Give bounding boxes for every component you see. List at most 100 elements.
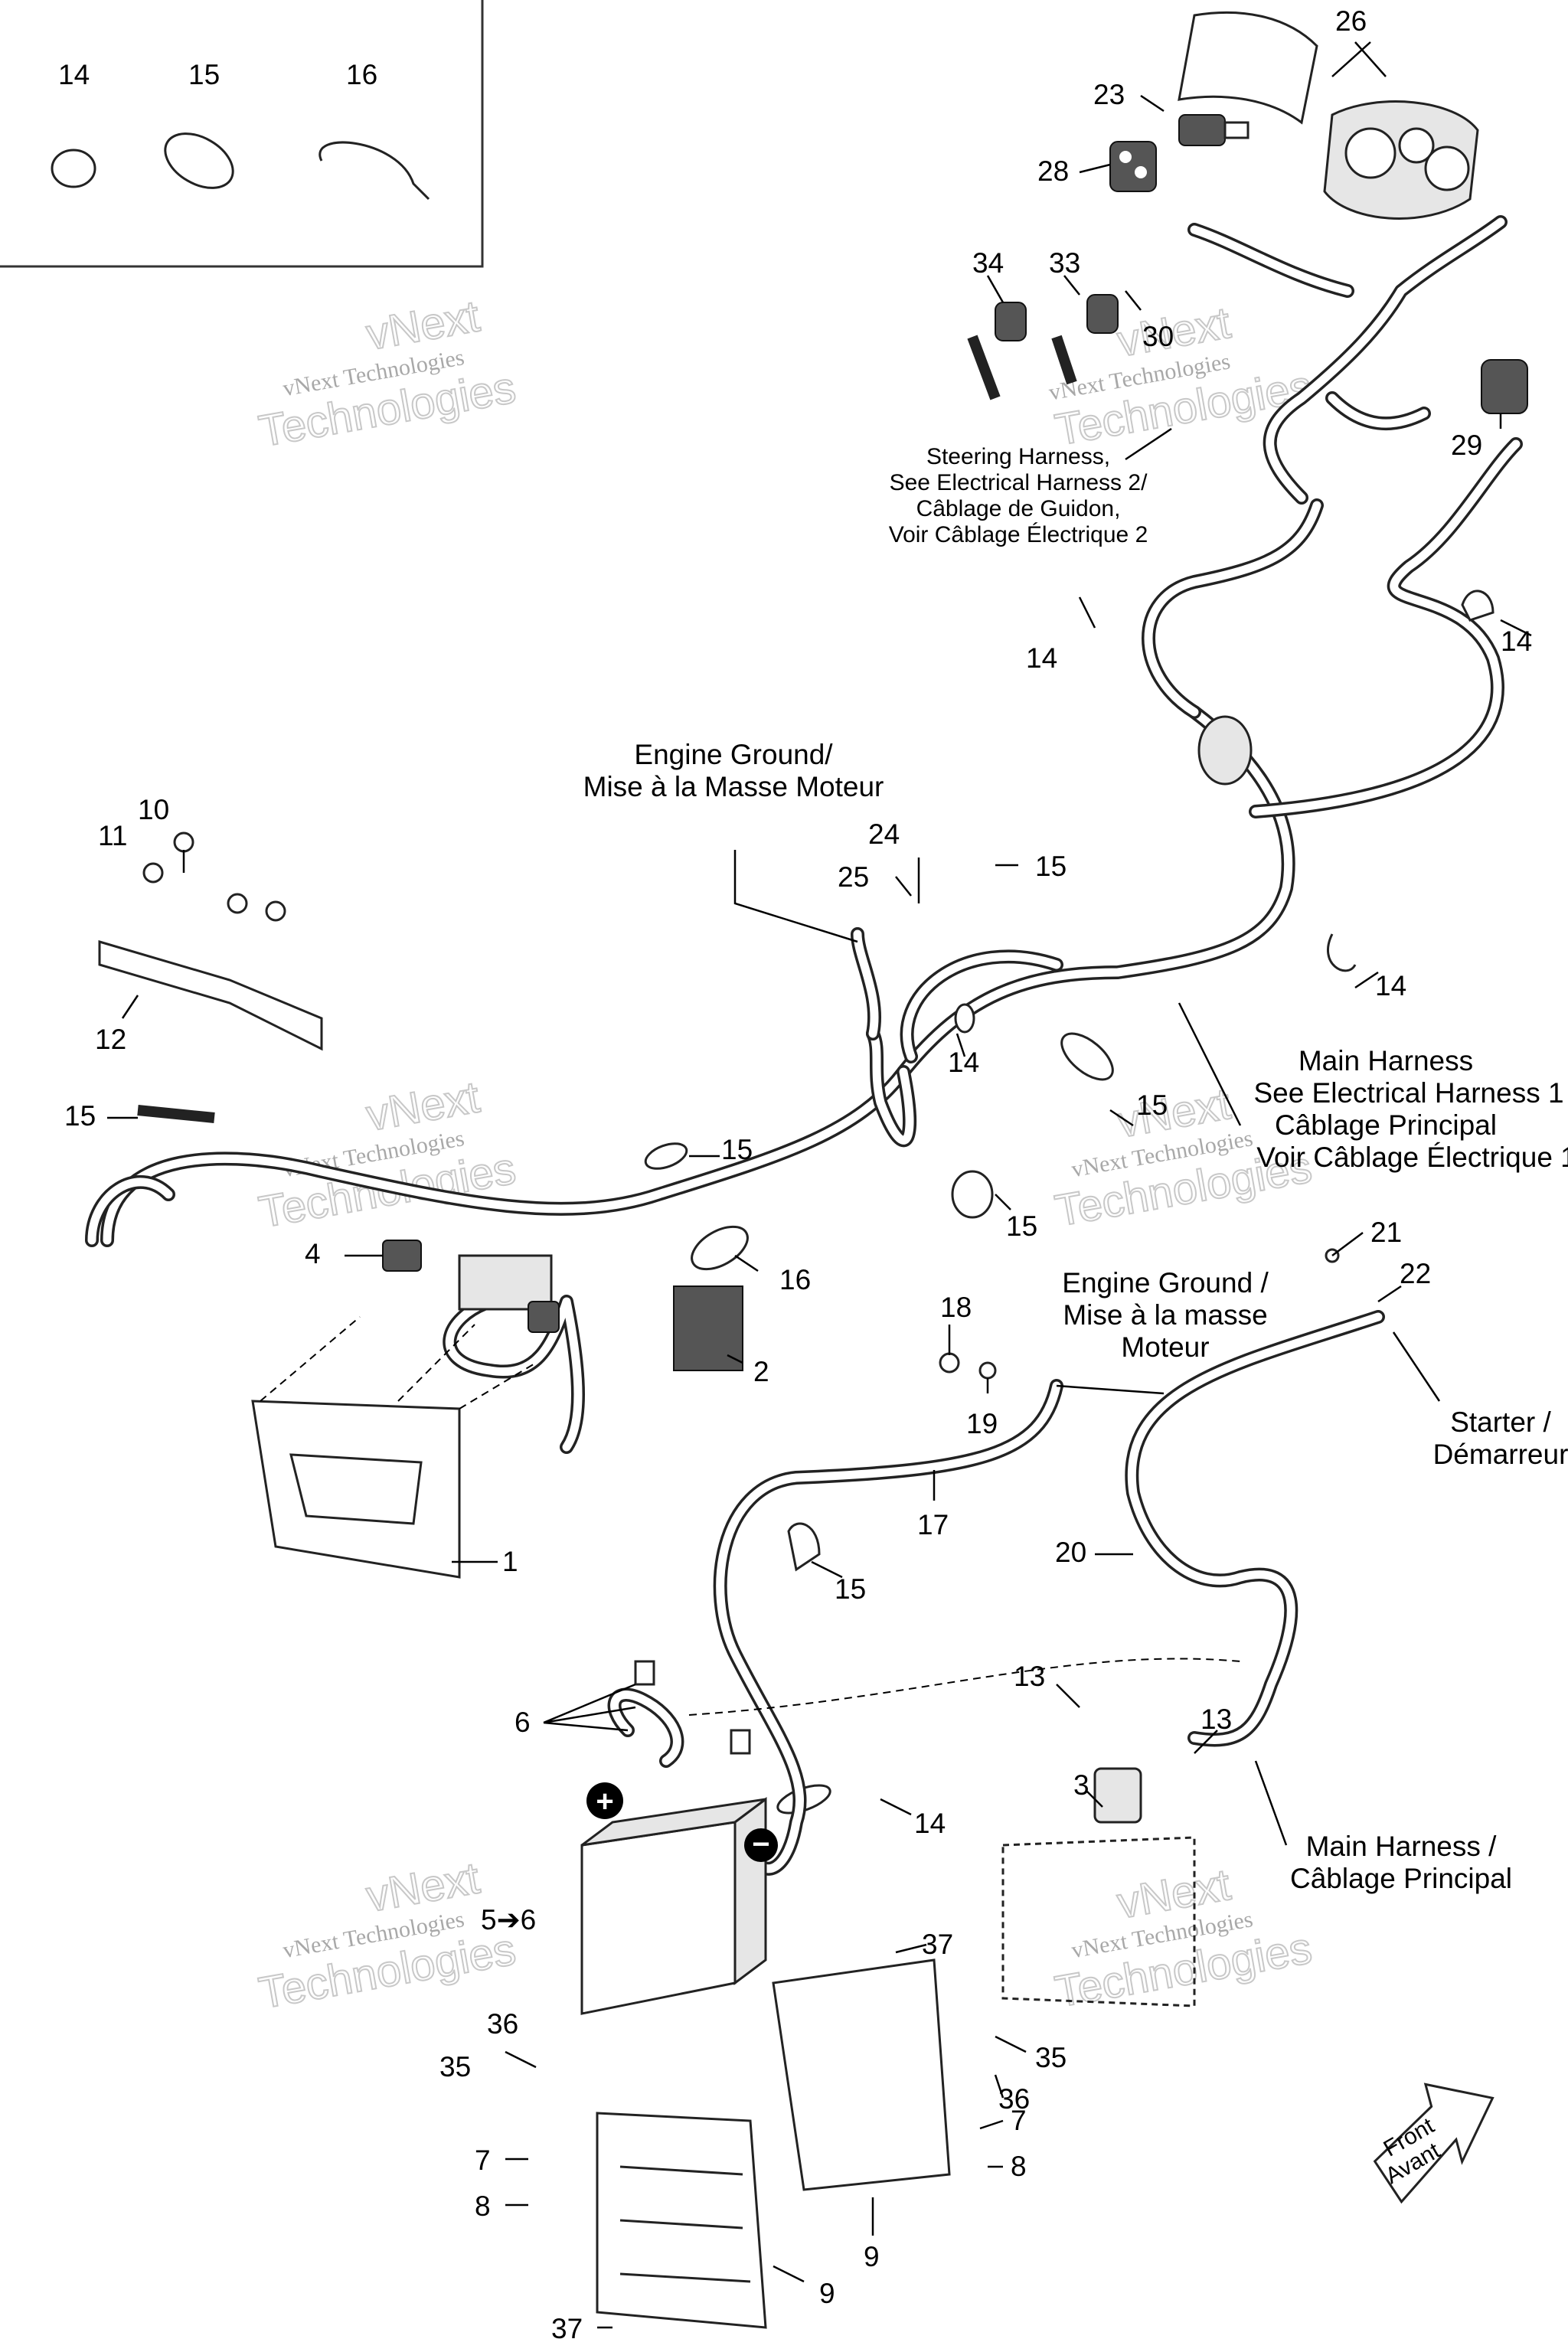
callout-22: 22 [1400,1258,1431,1289]
callout-17: 17 [917,1509,949,1540]
svg-text:Voir Câblage Électrique 1: Voir Câblage Électrique 1 [1256,1142,1568,1173]
callout-9: 9 [864,2241,880,2272]
svg-text:Câblage Principal: Câblage Principal [1275,1109,1497,1141]
callout-8: 8 [475,2190,491,2222]
svg-text:Voir Câblage Électrique 2: Voir Câblage Électrique 2 [889,522,1148,547]
callout-16: 16 [779,1264,811,1295]
gauge-cluster [1178,11,1479,220]
callout-15: 15 [188,59,220,90]
svg-text:Main Harness: Main Harness [1298,1045,1473,1076]
battery-tray [596,1958,951,2329]
callout-25: 25 [838,861,869,893]
svg-text:vNext: vNext [363,291,483,360]
callout-13: 13 [1014,1661,1045,1692]
svg-text:Câblage Principal: Câblage Principal [1290,1863,1512,1894]
callout-14: 14 [914,1808,946,1839]
callout-34: 34 [972,247,1004,279]
callout-13: 13 [1200,1704,1232,1735]
svg-text:+: + [596,1785,613,1818]
callout-33: 33 [1049,247,1080,279]
callout-4: 4 [305,1238,321,1269]
callout-15: 15 [721,1134,753,1165]
callout-9: 9 [819,2278,835,2309]
main-harness-label-bottom: Main Harness / Câblage Principal [1290,1831,1512,1894]
callout-15: 15 [1136,1089,1168,1121]
callout-26: 26 [1335,5,1367,37]
steering-harness-label: Steering Harness, See Electrical Harness… [889,444,1148,547]
engine-ground-label-mid: Engine Ground / Mise à la masse Moteur [1062,1267,1269,1363]
callout-19: 19 [966,1408,998,1439]
svg-text:See Electrical Harness 1: See Electrical Harness 1 [1253,1077,1563,1109]
callout-1: 1 [502,1546,518,1577]
callout-35: 35 [1035,2042,1067,2073]
starter-label: Starter / Démarreur [1433,1406,1568,1470]
inset-box [0,0,484,268]
callout-37: 37 [551,2313,583,2344]
callout-20: 20 [1055,1537,1086,1568]
callout-28: 28 [1037,155,1069,187]
svg-text:Câblage de Guidon,: Câblage de Guidon, [916,496,1121,521]
svg-text:Moteur: Moteur [1121,1331,1209,1363]
svg-text:Démarreur: Démarreur [1433,1439,1568,1470]
callout-24: 24 [868,818,900,850]
callout-6: 6 [514,1707,531,1738]
svg-text:Mise à la masse: Mise à la masse [1063,1299,1267,1331]
callout-7: 7 [475,2145,491,2176]
callout-14: 14 [1501,626,1532,657]
fuse-block [382,1240,560,1333]
switch-28 [1109,141,1157,192]
svg-text:−: − [752,1828,769,1861]
callout-16: 16 [346,59,377,90]
svg-text:Main Harness /: Main Harness / [1306,1831,1498,1862]
engine-ground-cable [713,1352,1063,1876]
svg-text:vNext: vNext [363,1853,483,1922]
bulb-33 [1051,294,1119,385]
callout-21: 21 [1370,1217,1402,1248]
clamp-14-small [51,149,96,188]
callout-11: 11 [98,820,127,851]
callout-numbers: 14 15 16 26 23 28 34 33 30 29 14 14 10 1… [58,5,1532,2344]
starter-solenoid [1001,1767,1196,2007]
callout-14: 14 [1026,642,1057,674]
svg-text:vNext: vNext [363,1072,483,1141]
callout-15: 15 [835,1573,866,1605]
front-arrow: Front Avant [1373,2082,1494,2204]
callout-29: 29 [1451,430,1482,461]
callout-8: 8 [1011,2151,1027,2182]
callout-30: 30 [1142,321,1174,352]
callout-18: 18 [940,1292,972,1323]
callout-5-6: 5➔6 [481,1904,536,1936]
callout-36: 36 [487,2008,518,2040]
battery [580,1797,767,2015]
callout-36: 36 [998,2083,1030,2115]
callout-14: 14 [1375,970,1406,1001]
svg-text:See Electrical Harness 2/: See Electrical Harness 2/ [890,470,1148,495]
switch-29 [1481,359,1528,414]
callout-12: 12 [95,1024,126,1055]
main-harness-label-right: Main Harness See Electrical Harness 1 Câ… [1253,1045,1568,1173]
battery-terminals: + − [586,1782,778,1862]
support-bracket-1 [251,1316,537,1579]
callout-15: 15 [1006,1210,1037,1242]
callout-14: 14 [58,59,90,90]
harness-grommet [1197,715,1253,786]
callout-15: 15 [1035,851,1067,882]
switch-23 [1178,114,1250,146]
svg-text:Steering Harness,: Steering Harness, [926,444,1110,469]
svg-text:Mise à la Masse Moteur: Mise à la Masse Moteur [583,771,884,802]
callout-10: 10 [138,794,169,825]
engine-ground-label-top: Engine Ground/ Mise à la Masse Moteur [583,739,884,802]
callout-3: 3 [1073,1769,1089,1801]
bulb-34 [967,302,1027,400]
callout-35: 35 [439,2051,471,2082]
battery-cables [607,1658,1241,1768]
callout-15: 15 [64,1100,96,1132]
svg-text:Engine Ground /: Engine Ground / [1062,1267,1269,1298]
callout-2: 2 [753,1356,769,1387]
leader-lines [107,41,1532,2329]
cable-tie-16 [318,141,430,201]
callout-23: 23 [1093,79,1125,110]
svg-text:Engine Ground/: Engine Ground/ [634,739,833,770]
svg-text:Starter /: Starter / [1450,1406,1551,1438]
